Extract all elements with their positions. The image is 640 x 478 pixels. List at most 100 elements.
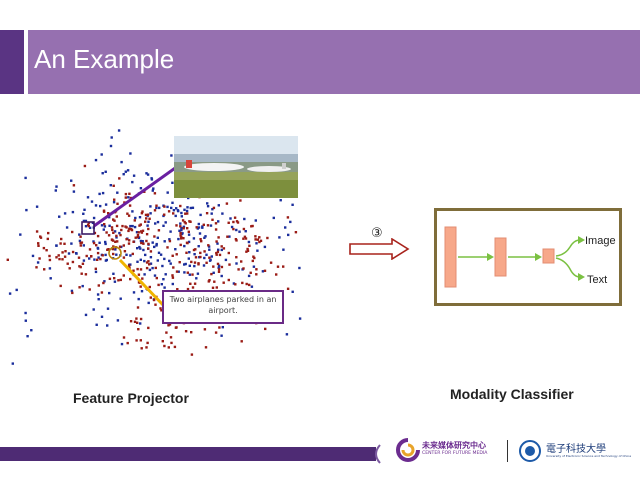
text-embedding-dot	[186, 242, 188, 244]
text-embedding-dot	[248, 245, 250, 247]
image-embedding-dot	[162, 278, 164, 280]
image-embedding-dot	[140, 259, 142, 261]
image-embedding-dot	[102, 192, 104, 194]
text-embedding-dot	[155, 205, 157, 207]
text-embedding-dot	[163, 345, 165, 347]
text-embedding-dot	[38, 257, 40, 259]
image-embedding-dot	[95, 204, 97, 206]
image-embedding-dot	[24, 177, 26, 179]
image-embedding-dot	[97, 293, 99, 295]
text-embedding-dot	[117, 279, 119, 281]
text-embedding-dot	[223, 282, 225, 284]
text-embedding-dot	[179, 205, 181, 207]
text-embedding-dot	[93, 242, 95, 244]
text-embedding-dot	[147, 243, 149, 245]
text-embedding-dot	[140, 223, 142, 225]
image-embedding-dot	[167, 191, 169, 193]
text-embedding-dot	[134, 219, 136, 221]
text-embedding-dot	[254, 235, 256, 237]
image-embedding-dot	[144, 254, 146, 256]
text-embedding-dot	[81, 273, 83, 275]
image-embedding-dot	[264, 246, 266, 248]
image-embedding-dot	[136, 247, 138, 249]
image-embedding-dot	[110, 145, 112, 147]
text-embedding-dot	[132, 253, 134, 255]
image-embedding-dot	[149, 212, 151, 214]
image-embedding-dot	[289, 221, 291, 223]
image-embedding-dot	[58, 216, 60, 218]
text-embedding-dot	[137, 328, 139, 330]
image-embedding-dot	[213, 272, 215, 274]
text-embedding-dot	[243, 228, 245, 230]
text-embedding-dot	[148, 263, 150, 265]
text-embedding-dot	[165, 331, 167, 333]
text-embedding-dot	[188, 231, 190, 233]
image-embedding-dot	[158, 207, 160, 209]
text-embedding-dot	[175, 326, 177, 328]
image-embedding-dot	[207, 205, 209, 207]
text-embedding-dot	[228, 222, 230, 224]
text-embedding-dot	[237, 268, 239, 270]
text-embedding-dot	[138, 274, 140, 276]
text-embedding-dot	[236, 220, 238, 222]
image-embedding-dot	[129, 225, 131, 227]
image-embedding-dot	[201, 227, 203, 229]
image-embedding-dot	[49, 267, 51, 269]
text-embedding-dot	[180, 244, 182, 246]
image-embedding-dot	[9, 292, 11, 294]
image-embedding-dot	[105, 171, 107, 173]
image-embedding-dot	[85, 225, 87, 227]
text-embedding-dot	[145, 346, 147, 348]
text-embedding-dot	[186, 212, 188, 214]
image-embedding-dot	[193, 237, 195, 239]
image-embedding-dot	[292, 291, 294, 293]
image-embedding-dot	[157, 221, 159, 223]
image-embedding-dot	[238, 231, 240, 233]
image-embedding-dot	[55, 244, 57, 246]
logo-en-text: CENTER FOR FUTURE MEDIA	[422, 451, 487, 456]
text-embedding-dot	[48, 255, 50, 257]
text-embedding-dot	[221, 245, 223, 247]
text-embedding-dot	[116, 215, 118, 217]
image-embedding-dot	[70, 180, 72, 182]
text-embedding-dot	[128, 215, 130, 217]
text-embedding-dot	[120, 279, 122, 281]
image-embedding-dot	[93, 308, 95, 310]
image-embedding-dot	[170, 154, 172, 156]
text-embedding-dot	[153, 299, 155, 301]
image-embedding-dot	[146, 224, 148, 226]
image-embedding-dot	[198, 245, 200, 247]
image-embedding-dot	[82, 285, 84, 287]
image-embedding-dot	[16, 289, 18, 291]
text-embedding-dot	[128, 239, 130, 241]
image-embedding-dot	[70, 242, 72, 244]
text-embedding-dot	[189, 283, 191, 285]
image-embedding-dot	[91, 200, 93, 202]
text-embedding-dot	[170, 342, 172, 344]
image-embedding-dot	[25, 209, 27, 211]
text-embedding-dot	[277, 266, 279, 268]
text-embedding-dot	[113, 199, 115, 201]
text-embedding-dot	[211, 219, 213, 221]
image-embedding-dot	[231, 226, 233, 228]
text-embedding-dot	[223, 247, 225, 249]
image-embedding-dot	[216, 242, 218, 244]
text-embedding-dot	[135, 317, 137, 319]
image-embedding-dot	[177, 209, 179, 211]
image-embedding-dot	[93, 217, 95, 219]
text-embedding-dot	[95, 244, 97, 246]
text-embedding-dot	[240, 260, 242, 262]
text-embedding-dot	[127, 230, 129, 232]
text-embedding-dot	[115, 235, 117, 237]
text-embedding-dot	[81, 241, 83, 243]
footer-swoosh-icon	[370, 444, 382, 464]
text-embedding-dot	[232, 228, 234, 230]
image-embedding-dot	[253, 266, 255, 268]
text-embedding-dot	[241, 282, 243, 284]
image-embedding-dot	[172, 283, 174, 285]
footer-divider	[507, 440, 508, 462]
text-embedding-dot	[112, 218, 114, 220]
text-embedding-dot	[71, 231, 73, 233]
image-embedding-dot	[133, 291, 135, 293]
text-embedding-dot	[72, 251, 74, 253]
